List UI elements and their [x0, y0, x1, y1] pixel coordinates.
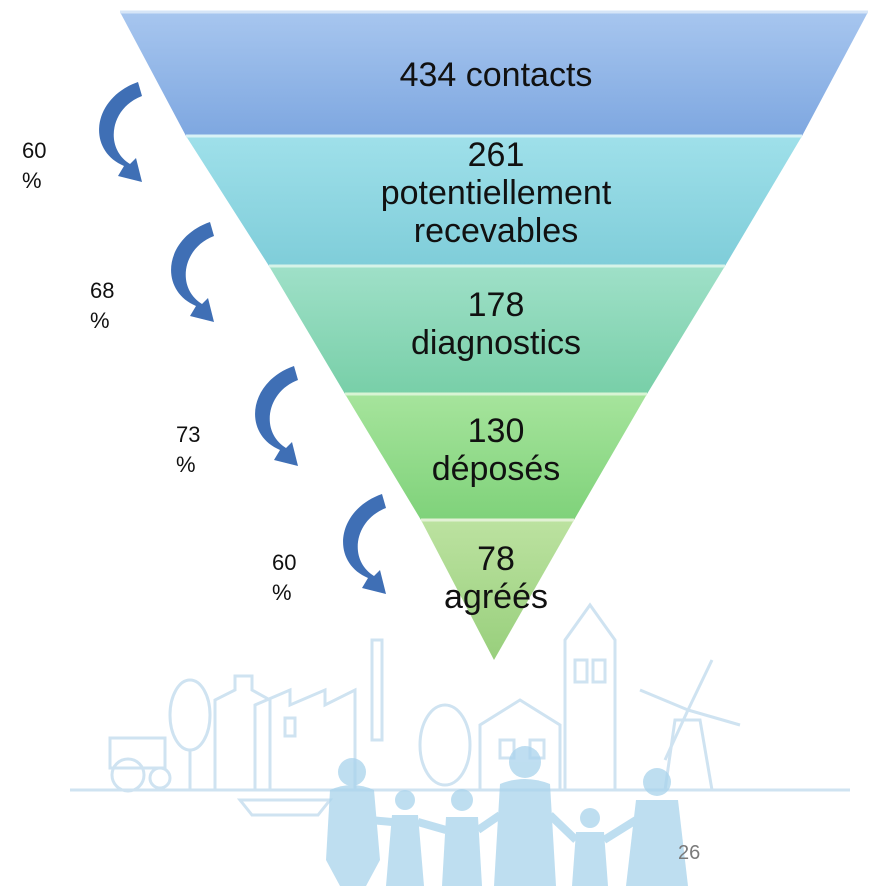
conversion-rate-2-value: 68	[90, 278, 115, 303]
conversion-rate-2-unit: %	[90, 308, 110, 333]
village-illustration	[70, 602, 850, 817]
stage-diagnostics-line2: diagnostics	[410, 324, 582, 362]
conversion-rate-1-value: 60	[22, 138, 47, 163]
conversion-arrow-icon	[99, 82, 142, 182]
stage-label-agrees: 78 agréés	[416, 540, 576, 616]
stage-label-diagnostics: 178 diagnostics	[346, 286, 646, 362]
funnel-stage-diagnostics	[269, 266, 725, 394]
conversion-rate-3-unit: %	[176, 452, 196, 477]
conversion-rate-3: 73 %	[176, 420, 206, 480]
funnel-stage-contacts	[120, 12, 868, 136]
stage-label-recevables: 261 potentiellement recevables	[296, 136, 696, 250]
conversion-rate-4-unit: %	[272, 580, 292, 605]
page-number: 26	[678, 842, 701, 864]
stage-agrees-line2: agréés	[444, 578, 548, 616]
stage-recevables-line3: recevables	[413, 212, 579, 250]
conversion-rate-4-value: 60	[272, 550, 297, 575]
stage-agrees-count: 78	[477, 540, 515, 578]
stage-deposes-line2: déposés	[431, 450, 561, 488]
conversion-rate-1-unit: %	[22, 168, 42, 193]
conversion-rate-1: 60 %	[22, 136, 52, 196]
conversion-arrows	[99, 82, 386, 594]
family-silhouette	[326, 746, 688, 886]
funnel-stage-recevables	[186, 136, 802, 266]
funnel-stage-agrees	[421, 520, 574, 660]
stage-contacts-text: 434 contacts	[399, 56, 593, 94]
stage-diagnostics-count: 178	[467, 286, 525, 324]
stage-label-deposes: 130 déposés	[396, 412, 596, 488]
funnel-stages	[120, 10, 868, 660]
stage-recevables-line2: potentiellement	[380, 174, 612, 212]
conversion-rate-2: 68 %	[90, 276, 120, 336]
stage-recevables-count: 261	[467, 136, 525, 174]
stage-deposes-count: 130	[467, 412, 525, 450]
conversion-arrow-icon	[171, 222, 214, 322]
conversion-rate-4: 60 %	[272, 548, 302, 608]
conversion-arrow-icon	[343, 494, 386, 594]
stage-label-contacts: 434 contacts	[300, 56, 692, 94]
funnel-stage-deposes	[345, 394, 647, 520]
conversion-rate-3-value: 73	[176, 422, 201, 447]
conversion-arrow-icon	[255, 366, 298, 466]
